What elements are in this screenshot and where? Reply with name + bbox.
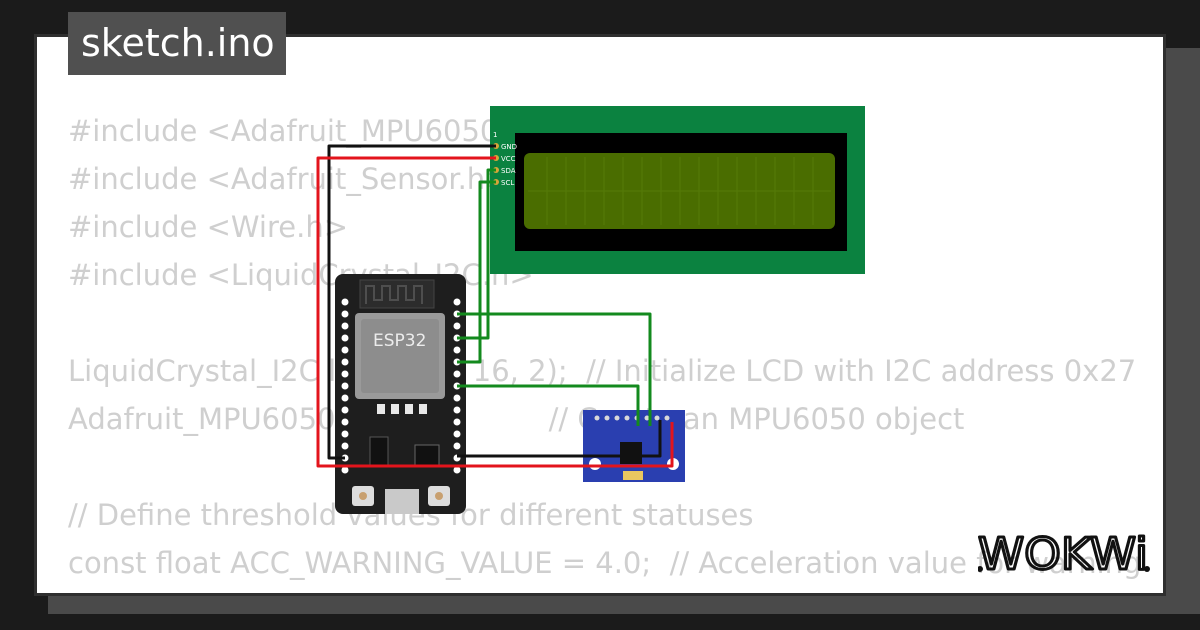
file-tab: sketch.ino [68,12,286,75]
mpu6050-module [583,410,685,482]
code-line: const float ACC_WARNING_VALUE = 4.0; // … [68,546,1142,580]
wire-mpu-sda [457,312,652,426]
esp32-label: ESP32 [373,331,426,351]
code-line: // Define threshold values for different… [68,498,754,532]
usb-port [385,489,419,514]
wokwi-logo-lettering: WOKWi [978,529,1148,578]
wire-mpu-gnd [457,420,662,458]
code-line: #include <Adafruit_Sensor.h> [68,162,510,196]
wires [316,144,674,468]
code-line: #include <Wire.h> [68,210,349,244]
esp32-board: ESP32 [335,274,466,514]
wire-lcd-scl [457,180,496,364]
wire-mpu-scl [457,384,640,426]
lcd-char-grid [528,157,831,225]
esp32-left-pins[interactable] [341,298,349,474]
lcd-pin-label: SCL [501,179,514,187]
mpu6050-chip [620,442,642,464]
usb-serial-chip [414,444,440,468]
wire-lcd-sda [457,168,496,340]
lcd-module: 1 GND VCC SDA SCL [490,106,865,274]
lcd-pin-label: 1 [493,131,497,139]
voltage-regulator [369,436,389,468]
wokwi-logo: WOKWi [978,528,1150,578]
lcd-pin-label: VCC [501,155,516,163]
lcd-pin-label: SDA [501,167,516,175]
wire-mpu-vcc [318,422,674,468]
lcd-pin-label: GND [501,143,517,151]
code-line: LiquidCrystal_I2C lcd(0x27, 16, 2); // I… [68,354,1137,388]
wire-lcd-gnd [327,144,496,460]
mpu6050-pins[interactable] [594,415,670,421]
